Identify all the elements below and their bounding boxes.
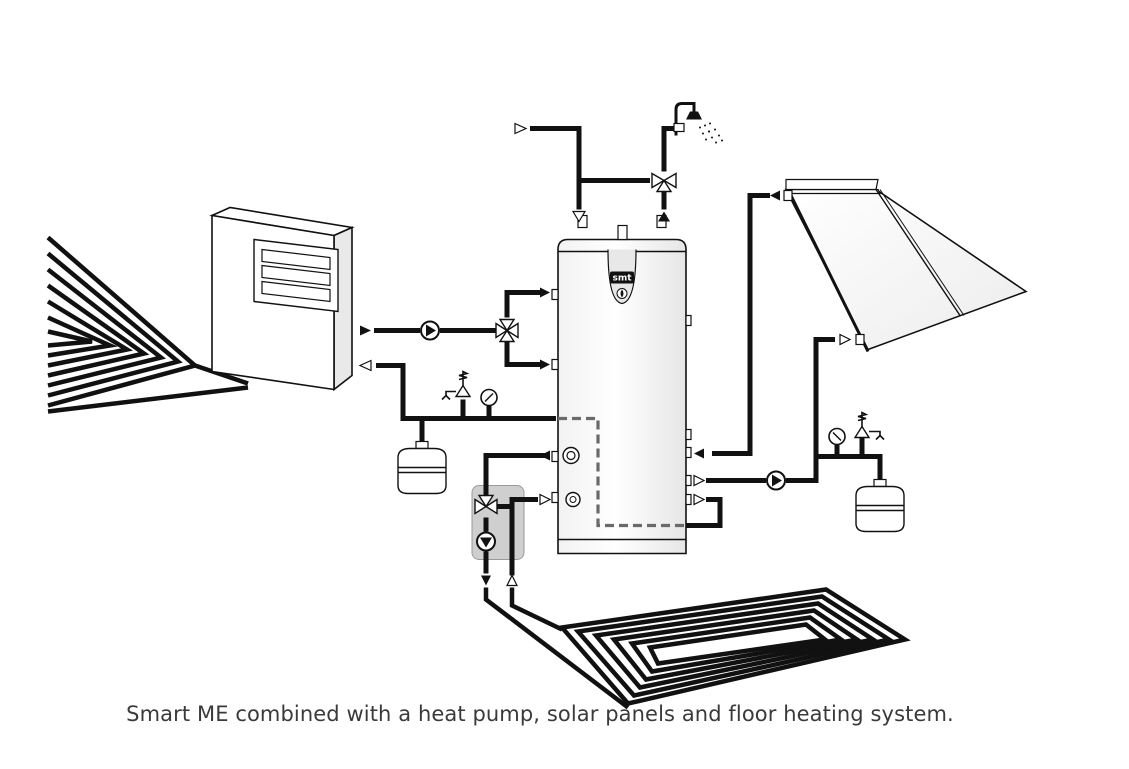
floor-heating-mixing-unit [471, 450, 552, 587]
heat-pump-circuit [358, 287, 556, 442]
expansion-vessel-icon [397, 440, 447, 495]
flame-icon [616, 288, 628, 299]
solar-panels [784, 178, 1028, 353]
cylinder-logo: smt [612, 274, 632, 284]
mixing-valve-icon [651, 172, 677, 193]
mixing-valve-icon [474, 494, 498, 515]
expansion-vessel-icon [855, 478, 905, 533]
pump-icon [420, 320, 440, 341]
pressure-gauge-icon [480, 388, 498, 407]
hot-water-cylinder [551, 214, 692, 555]
pressure-gauge-icon [828, 427, 846, 446]
left-floor-heating-coil [46, 235, 249, 414]
diverter-valve-icon [495, 318, 519, 343]
cylinder-logo-badge [610, 271, 634, 284]
solar-circuit [686, 189, 883, 528]
heat-pump-unit [209, 206, 355, 392]
domestic-water-pipework [514, 122, 678, 223]
safety-valve-icon [853, 411, 885, 441]
figure-caption: Smart ME combined with a heat pump, sola… [126, 702, 954, 726]
pump-icon [476, 531, 496, 552]
shower-icon [673, 102, 723, 144]
bottom-floor-heating-coil [483, 587, 911, 710]
pump-icon [766, 470, 786, 491]
safety-valve-icon [441, 370, 472, 401]
